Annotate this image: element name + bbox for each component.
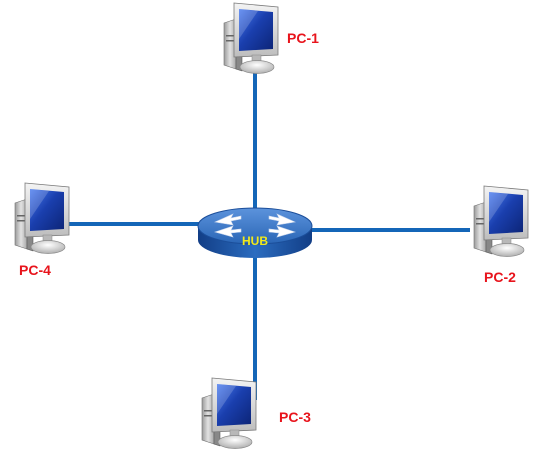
pc-2-label: PC-2 xyxy=(484,269,516,285)
pc-3-label: PC-3 xyxy=(279,409,311,425)
pc-1-label: PC-1 xyxy=(287,30,319,46)
pc-2-node: PC-2 xyxy=(473,185,529,285)
desktop-computer-icon xyxy=(201,377,257,449)
pc-3-node: PC-3 xyxy=(201,377,311,449)
hub: HUB xyxy=(197,207,313,258)
pc-4-node: PC-4 xyxy=(14,182,70,278)
desktop-computer-icon xyxy=(223,2,279,74)
hub-icon xyxy=(213,213,297,238)
pc-1-node: PC-1 xyxy=(223,2,319,74)
hub-label: HUB xyxy=(242,234,268,248)
desktop-computer-icon xyxy=(14,182,70,254)
desktop-computer-icon xyxy=(473,185,529,257)
pc-4-label: PC-4 xyxy=(19,262,51,278)
